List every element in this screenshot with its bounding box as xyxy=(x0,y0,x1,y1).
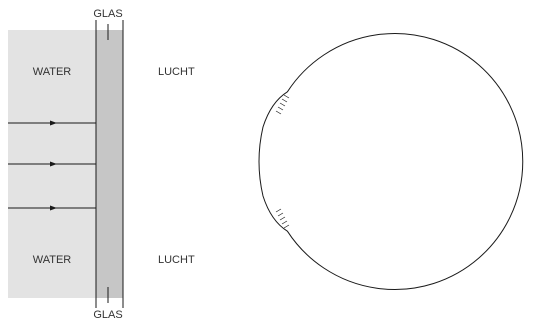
glass-pane xyxy=(96,30,123,298)
glass-label-bottom: GLAS xyxy=(93,309,122,321)
pattern-outline xyxy=(259,34,523,290)
lower-cusp-hatch xyxy=(276,209,289,228)
air-label-bottom: LUCHT xyxy=(158,254,195,266)
glass-label-top: GLAS xyxy=(93,8,122,20)
interface-panel: GLAS GLAS WATER WATER LUCHT LUCHT xyxy=(8,8,195,321)
water-label-bottom: WATER xyxy=(33,254,72,266)
air-label-top: LUCHT xyxy=(158,66,195,78)
polar-pattern xyxy=(259,34,523,290)
water-label-top: WATER xyxy=(33,66,72,78)
upper-cusp-hatch xyxy=(276,95,289,114)
